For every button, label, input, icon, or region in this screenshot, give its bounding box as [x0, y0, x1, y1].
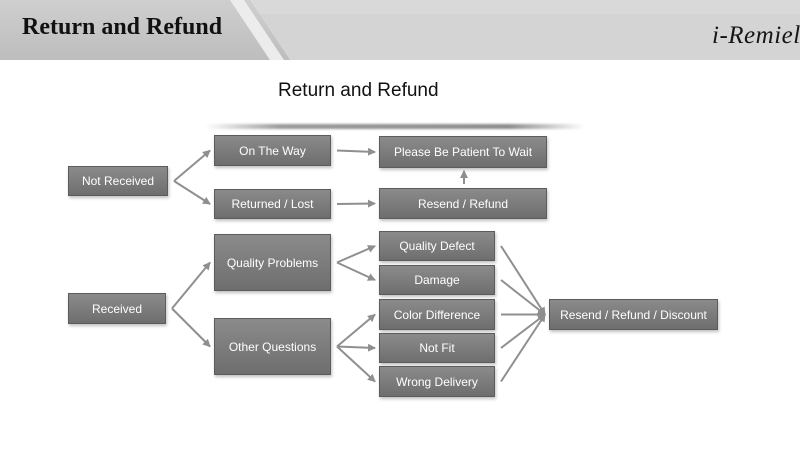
- arrow-not-received-to-on-the-way: [173, 149, 211, 182]
- node-color-difference: Color Difference: [379, 299, 495, 330]
- node-damage: Damage: [379, 265, 495, 295]
- diagram-heading: Return and Refund: [278, 80, 439, 101]
- arrow-on-the-way-to-patient-wait: [336, 147, 376, 156]
- node-quality-problems: Quality Problems: [214, 234, 331, 291]
- node-returned-lost: Returned / Lost: [214, 189, 331, 219]
- node-wrong-delivery: Wrong Delivery: [379, 366, 495, 397]
- node-received: Received: [68, 293, 166, 324]
- arrow-quality-problems-to-damage: [336, 261, 376, 281]
- arrow-received-to-other-questions: [171, 307, 211, 348]
- node-quality-defect: Quality Defect: [379, 231, 495, 261]
- heading-divider: [205, 124, 585, 129]
- arrow-other-questions-to-not-fit: [336, 343, 376, 352]
- header-banner: Return and Refund i-Remiel: [0, 0, 800, 60]
- node-resend-refund-discount: Resend / Refund / Discount: [549, 299, 718, 330]
- arrow-not-received-to-returned-lost: [173, 180, 211, 205]
- node-please-be-patient: Please Be Patient To Wait: [379, 136, 547, 168]
- node-resend-refund: Resend / Refund: [379, 188, 547, 219]
- node-on-the-way: On The Way: [214, 135, 331, 166]
- arrow-quality-defect-to-resend-refund-discount: [500, 245, 546, 316]
- brand-logo: i-Remiel: [712, 22, 800, 49]
- arrow-quality-problems-to-quality-defect: [336, 245, 376, 264]
- node-not-received: Not Received: [68, 166, 168, 196]
- node-not-fit: Not Fit: [379, 333, 495, 363]
- arrow-wrong-delivery-to-resend-refund-discount: [500, 313, 546, 383]
- arrow-other-questions-to-wrong-delivery: [336, 345, 376, 383]
- arrow-received-to-quality-problems: [171, 261, 211, 310]
- arrow-damage-to-resend-refund-discount: [500, 279, 546, 316]
- arrow-not-fit-to-resend-refund-discount: [500, 313, 546, 349]
- node-other-questions: Other Questions: [214, 318, 331, 375]
- arrow-returned-lost-to-resend-refund: [336, 199, 376, 208]
- banner-title: Return and Refund: [22, 14, 223, 40]
- arrow-other-questions-to-color-difference: [336, 313, 376, 348]
- banner-right-band: [244, 14, 800, 60]
